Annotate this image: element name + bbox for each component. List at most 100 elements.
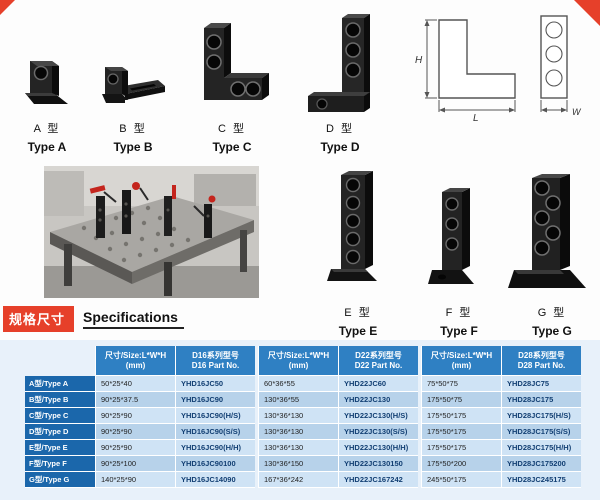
dim-h-label: H bbox=[415, 55, 423, 66]
type-c-bracket-icon bbox=[204, 23, 269, 100]
d28-header-line2: D28 Part No. bbox=[517, 360, 566, 370]
dim-w-label: W bbox=[572, 107, 582, 117]
row-label-type-e: E型/Type E bbox=[25, 440, 95, 456]
type-f-label-en: Type F bbox=[440, 324, 478, 338]
type-e-label: E 型 Type E bbox=[323, 304, 393, 338]
part-cell: YHD22JC130(H/S) bbox=[338, 408, 418, 424]
size-header-line1: 尺寸/Size:L*W*H bbox=[430, 350, 493, 360]
part-cell: YHD16JC90 bbox=[175, 392, 255, 408]
d22-size-header: 尺寸/Size:L*W*H (mm) bbox=[258, 346, 338, 376]
size-cell: 90*25*90 bbox=[95, 408, 175, 424]
d28-size-header: 尺寸/Size:L*W*H (mm) bbox=[421, 346, 501, 376]
size-cell: 175*50*175 bbox=[421, 408, 501, 424]
size-header-line1: 尺寸/Size:L*W*H bbox=[104, 350, 167, 360]
type-g-label-en: Type G bbox=[532, 324, 572, 338]
type-b-label-en: Type B bbox=[113, 140, 153, 154]
dim-l-label: L bbox=[473, 113, 479, 123]
part-cell: YHD28JC175200 bbox=[501, 456, 581, 472]
row-label-column: A型/Type A B型/Type B C型/Type C D型/Type D … bbox=[25, 346, 95, 488]
size-cell: 175*50*175 bbox=[421, 440, 501, 456]
part-cell: YHD22JC130(S/S) bbox=[338, 424, 418, 440]
dimension-drawing: H L W bbox=[415, 8, 593, 128]
type-a-label-en: Type A bbox=[27, 140, 67, 154]
part-cell: YHD28JC175(H/S) bbox=[501, 408, 581, 424]
type-c-label-zh: C 型 bbox=[218, 123, 246, 135]
d28-part-column: D28系列型号 D28 Part No. YHD28JC75 YHD28JC17… bbox=[501, 346, 581, 488]
type-g-label: G 型 Type G bbox=[517, 304, 587, 338]
section-title-zh: 规格尺寸 bbox=[3, 306, 75, 332]
type-d-label-en: Type D bbox=[320, 140, 360, 154]
part-cell: YHD28JC175(H/H) bbox=[501, 440, 581, 456]
type-g-product-image bbox=[508, 170, 596, 303]
type-e-label-en: Type E bbox=[338, 324, 378, 338]
row-label-type-c: C型/Type C bbox=[25, 408, 95, 424]
size-header-line2: (mm) bbox=[451, 360, 472, 370]
size-cell: 90*25*100 bbox=[95, 456, 175, 472]
d22-header-line2: D22 Part No. bbox=[354, 360, 403, 370]
size-cell: 245*50*175 bbox=[421, 472, 501, 488]
type-b-product-image bbox=[98, 60, 168, 115]
welding-table-photo bbox=[44, 166, 259, 303]
size-header-line2: (mm) bbox=[125, 360, 146, 370]
size-cell: 75*50*75 bbox=[421, 376, 501, 392]
d28-header-line1: D28系列型号 bbox=[518, 350, 565, 360]
size-cell: 130*36*55 bbox=[258, 392, 338, 408]
size-cell: 130*36*150 bbox=[258, 456, 338, 472]
size-cell: 130*36*130 bbox=[258, 424, 338, 440]
type-b-label-zh: B 型 bbox=[119, 123, 147, 135]
d16-part-header: D16系列型号 D16 Part No. bbox=[175, 346, 255, 376]
part-cell: YHD28JC175(S/S) bbox=[501, 424, 581, 440]
size-cell: 90*25*90 bbox=[95, 440, 175, 456]
size-cell: 50*25*40 bbox=[95, 376, 175, 392]
part-cell: YHD16JC90100 bbox=[175, 456, 255, 472]
type-f-label: F 型 Type F bbox=[424, 304, 494, 338]
type-g-bracket-icon bbox=[508, 174, 586, 288]
part-cell: YHD16JC90(H/S) bbox=[175, 408, 255, 424]
part-cell: YHD28JC245175 bbox=[501, 472, 581, 488]
part-cell: YHD22JC130 bbox=[338, 392, 418, 408]
type-c-label: C 型 Type C bbox=[197, 120, 267, 154]
size-cell: 90*25*37.5 bbox=[95, 392, 175, 408]
size-cell: 130*36*130 bbox=[258, 408, 338, 424]
row-label-type-a: A型/Type A bbox=[25, 376, 95, 392]
type-b-bracket-icon bbox=[102, 67, 165, 103]
part-cell: YHD16JC50 bbox=[175, 376, 255, 392]
type-c-product-image bbox=[192, 20, 272, 120]
part-cell: YHD22JC130(H/H) bbox=[338, 440, 418, 456]
d16-header-line2: D16 Part No. bbox=[191, 360, 240, 370]
size-header-line2: (mm) bbox=[288, 360, 309, 370]
d16-size-column: 尺寸/Size:L*W*H (mm) 50*25*40 90*25*37.5 9… bbox=[95, 346, 175, 488]
d22-part-header: D22系列型号 D22 Part No. bbox=[338, 346, 418, 376]
size-cell: 175*50*175 bbox=[421, 424, 501, 440]
corner-accent-top-left bbox=[0, 0, 15, 15]
type-a-label-zh: A 型 bbox=[33, 123, 61, 135]
type-a-label: A 型 Type A bbox=[12, 120, 82, 154]
type-f-label-zh: F 型 bbox=[445, 307, 473, 319]
size-cell: 175*50*200 bbox=[421, 456, 501, 472]
type-f-product-image bbox=[428, 180, 490, 297]
size-cell: 167*36*242 bbox=[258, 472, 338, 488]
type-e-label-zh: E 型 bbox=[344, 307, 372, 319]
d22-header-line1: D22系列型号 bbox=[355, 350, 402, 360]
part-cell: YHD16JC14090 bbox=[175, 472, 255, 488]
part-cell: YHD22JC167242 bbox=[338, 472, 418, 488]
type-a-product-image bbox=[22, 52, 72, 112]
d28-size-column: 尺寸/Size:L*W*H (mm) 75*50*75 175*50*75 17… bbox=[421, 346, 501, 488]
size-header-line1: 尺寸/Size:L*W*H bbox=[267, 350, 330, 360]
spec-table: A型/Type A B型/Type B C型/Type C D型/Type D … bbox=[25, 346, 600, 488]
type-d-label: D 型 Type D bbox=[305, 120, 375, 154]
d16-size-header: 尺寸/Size:L*W*H (mm) bbox=[95, 346, 175, 376]
welding-table-photo-image bbox=[44, 166, 259, 298]
type-a-bracket-icon bbox=[25, 61, 68, 104]
dimension-drawing-icon: H L W bbox=[415, 15, 582, 124]
row-label-type-f: F型/Type F bbox=[25, 456, 95, 472]
type-b-label: B 型 Type B bbox=[98, 120, 168, 154]
type-f-bracket-icon bbox=[428, 188, 474, 284]
d22-size-column: 尺寸/Size:L*W*H (mm) 60*36*55 130*36*55 13… bbox=[258, 346, 338, 488]
header-spacer bbox=[25, 346, 95, 376]
d22-part-column: D22系列型号 D22 Part No. YHD22JC60 YHD22JC13… bbox=[338, 346, 418, 488]
part-cell: YHD22JC60 bbox=[338, 376, 418, 392]
part-cell: YHD16JC90(S/S) bbox=[175, 424, 255, 440]
d16-header-line1: D16系列型号 bbox=[192, 350, 239, 360]
